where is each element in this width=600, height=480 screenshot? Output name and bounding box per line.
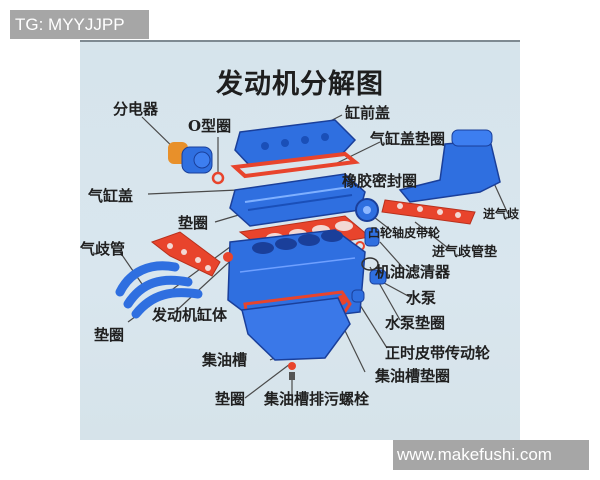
label-distributor: 分电器 [113,100,159,118]
diagram-title: 发动机分解图 [216,69,384,100]
valve-cover-gasket-part [230,151,360,179]
label-cylinder-head: 气缸盖 [88,187,134,205]
label-engine-block: 发动机缸体 [152,306,228,324]
timing-belt-pulley-part [351,289,365,303]
label-oil-filter: 机油滤清器 [375,263,451,281]
cylinder-head-part [229,173,369,227]
label-drain-plug-gasket: 垫圈 [215,390,246,408]
label-camshaft-pulley: 凸轮轴皮带轮 [368,226,441,240]
label-intake-manifold: 进气歧 [483,207,520,221]
label-timing-belt-pulley: 正时皮带传动轮 [385,344,491,362]
oil-pan-part [241,297,351,361]
o-ring-part [211,171,225,185]
label-intake-manifold-gasket: 进气歧管垫 [432,245,498,260]
engine-exploded-illustration [115,114,509,399]
label-valve-cover-gasket: 气缸盖垫圈 [370,130,446,148]
drain-plug-part [289,372,295,380]
engine-diagram-panel: 发动机分解图 [80,40,520,440]
intake-manifold-gasket-part [381,199,476,225]
exhaust-manifold-gasket-part [150,231,221,277]
label-oil-pan-gasket: 集油槽垫圈 [375,367,451,385]
watermark-bottom: www.makefushi.com [393,440,589,470]
label-exhaust-gasket: 垫圈 [94,326,125,344]
label-head-gasket: 垫圈 [178,214,209,232]
label-exhaust-manifold: 气歧管 [80,240,126,258]
label-oil-pan: 集油槽 [202,351,248,369]
label-water-pump: 水泵 [406,289,437,307]
water-pump-part [369,269,387,285]
label-drain-plug: 集油槽排污螺栓 [264,390,370,408]
watermark-top: TG: MYYJJPP [10,10,149,39]
water-pump-gasket-part [361,257,379,271]
oil-filter-part [364,227,380,247]
label-rubber-seal: 橡胶密封圈 [342,172,418,190]
label-water-pump-gasket: 水泵垫圈 [385,314,446,332]
drain-plug-gasket-part [288,362,296,370]
intake-manifold-part [398,129,501,203]
exhaust-manifold-part [115,261,203,319]
label-front-cover: 缸前盖 [345,104,391,122]
label-o-ring: O型圈 [188,117,232,135]
distributor-part [168,142,213,174]
